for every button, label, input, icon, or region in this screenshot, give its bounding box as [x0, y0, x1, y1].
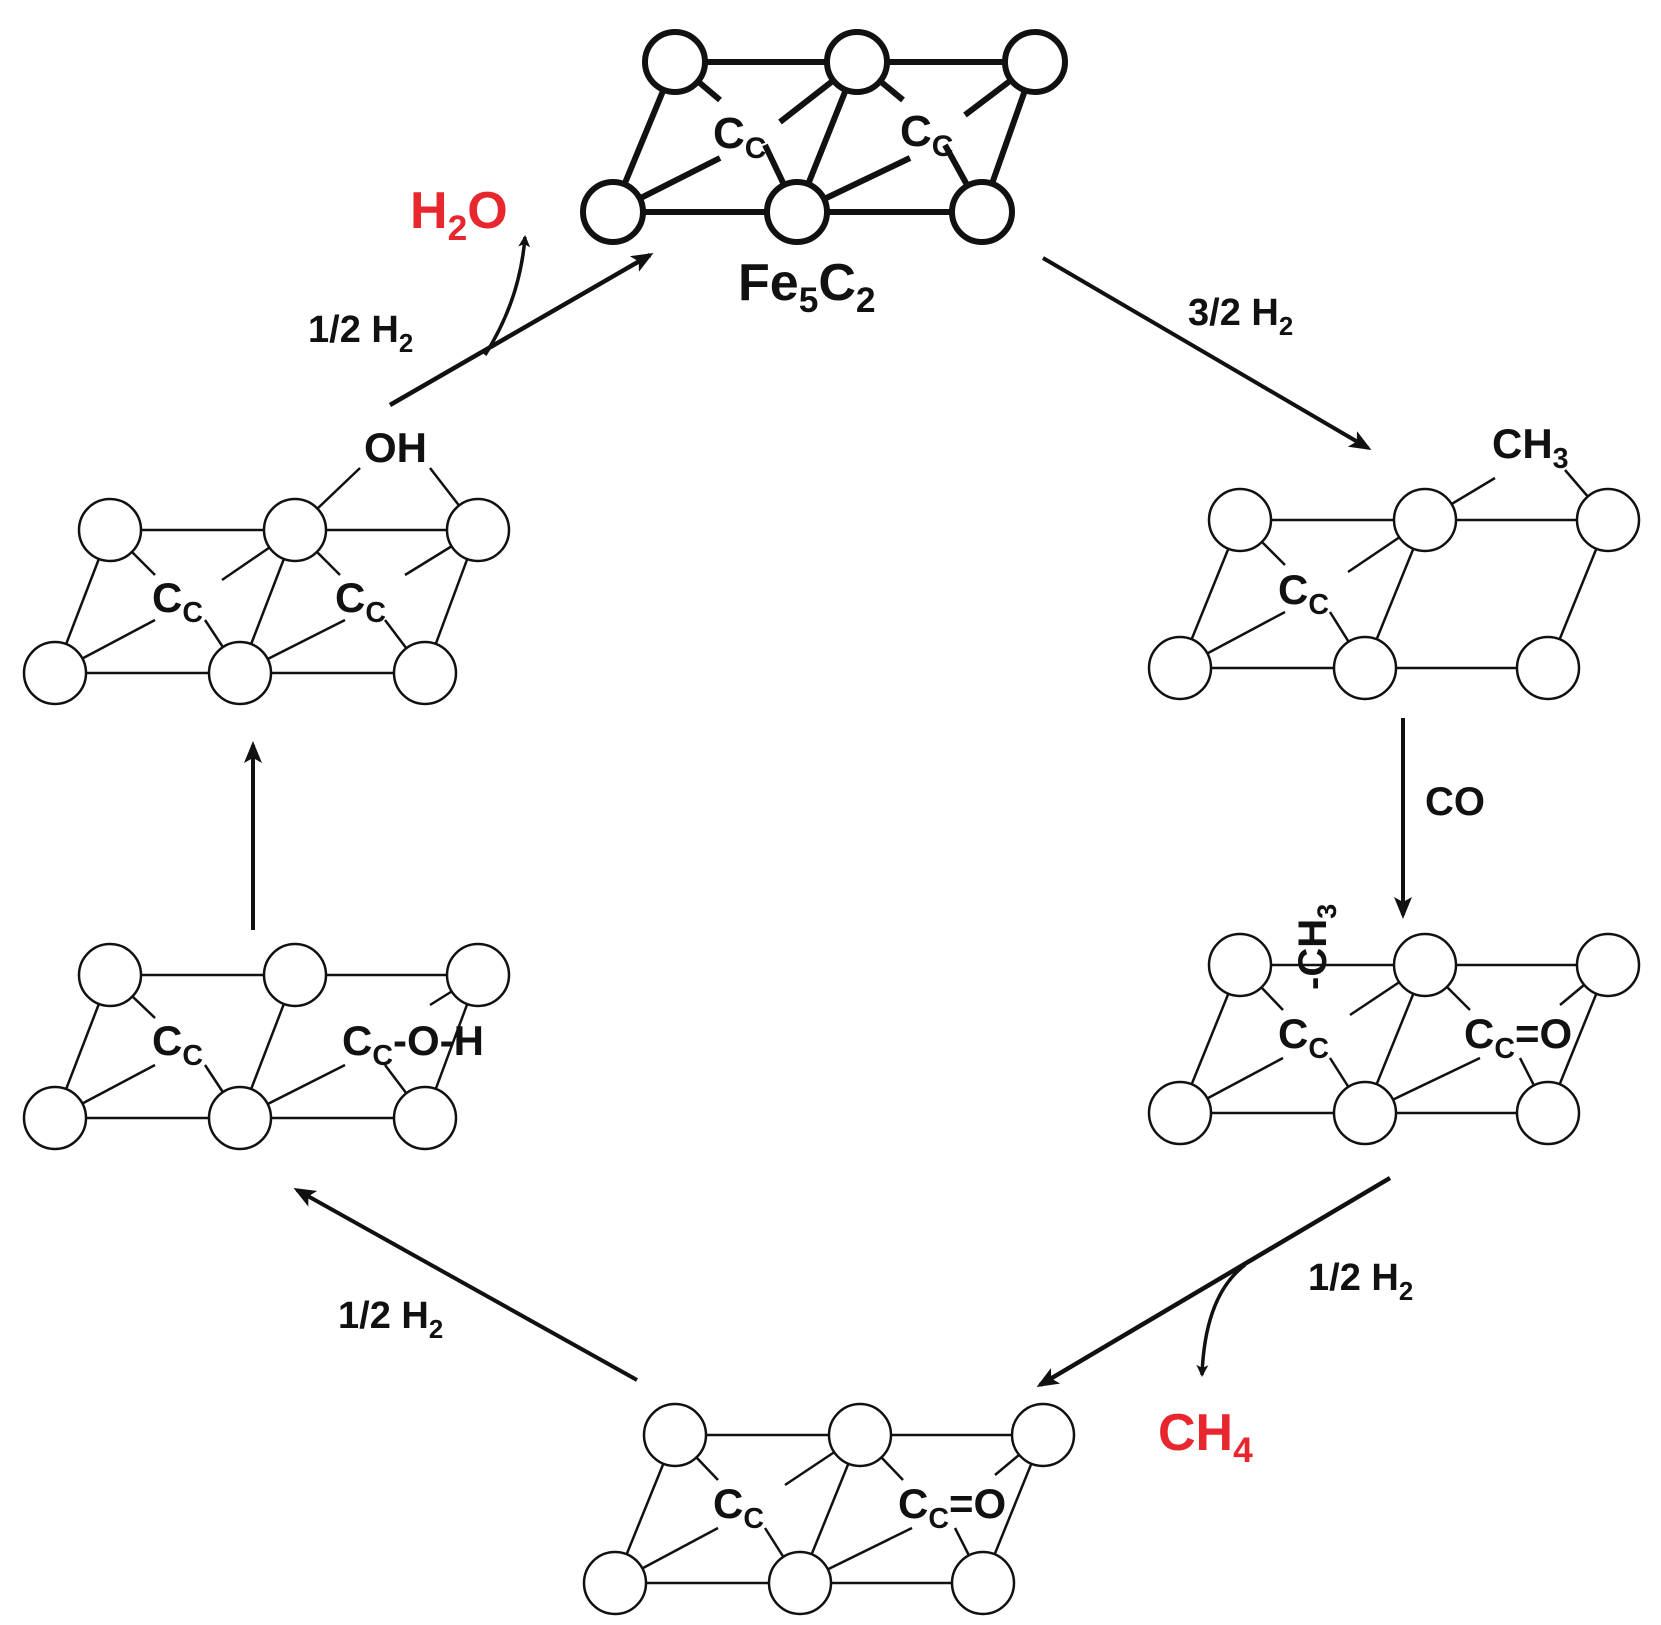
product-ch4: CH4: [1158, 1404, 1253, 1470]
fe-atom: [1207, 932, 1273, 998]
step-label-half-h2-water: 1/2 H2: [308, 309, 413, 358]
ch3-adsorbate-label: CH3: [1492, 420, 1569, 475]
fe-atom: [77, 497, 143, 563]
carbon-site-label: CC: [335, 574, 386, 629]
arrow-h2o-branch: [483, 235, 531, 356]
carbon-site-label: CC: [713, 1480, 764, 1535]
fe-atom: [77, 942, 143, 1008]
carbonyl-site-label: CC=O: [898, 1480, 1006, 1535]
carbonyl-site-label: CC=O: [1464, 1010, 1572, 1065]
arrow-step-ch4-release: [1036, 1176, 1392, 1388]
structure-ch3-adsorbed: [1147, 469, 1641, 701]
catalyst-formula: Fe5C2: [738, 254, 876, 320]
fe-atom: [1147, 635, 1213, 701]
fe-atom: [764, 179, 830, 245]
fe-atom: [949, 179, 1015, 245]
carbon-site-label: CC: [900, 107, 953, 163]
reaction-arrows: [244, 235, 1412, 1388]
fe-atom: [1332, 635, 1398, 701]
fe-atom: [1575, 932, 1641, 998]
carbon-site-label: CC: [152, 574, 203, 629]
step-label-co: CO: [1425, 780, 1485, 824]
fe-atom: [824, 29, 890, 95]
structure-coh-adsorbed: [22, 942, 511, 1151]
fe-atom: [1010, 1402, 1076, 1468]
fe-atom: [1147, 1080, 1213, 1146]
fe-atom: [1392, 932, 1458, 998]
fe-atom: [262, 497, 328, 563]
step-label-three-halves-h2: 3/2 H2: [1188, 292, 1293, 341]
fe-atom: [392, 1085, 458, 1151]
arrow-step-hydrogenation: [1041, 256, 1372, 451]
fe-atom: [1002, 29, 1068, 95]
fe-atom: [582, 1550, 648, 1616]
oh-adsorbate-label: OH: [364, 424, 427, 471]
fe-atom: [1392, 487, 1458, 553]
fe-atom: [207, 640, 273, 706]
structure-fe5c2: [580, 29, 1068, 245]
fe-atom: [642, 29, 708, 95]
ch3-vertical-label: -CH3: [1291, 904, 1342, 990]
carbon-site-label: CC: [713, 109, 766, 165]
structure-oh-adsorbed: [22, 467, 511, 706]
fe-atom: [207, 1085, 273, 1151]
fe-atom: [1575, 487, 1641, 553]
fe-atom: [22, 1085, 88, 1151]
fe-atom: [445, 942, 511, 1008]
step-label-half-h2-bottom-left: 1/2 H2: [338, 1295, 443, 1344]
fe-atom: [1207, 487, 1273, 553]
structure-co-adsorbed: [582, 1402, 1076, 1616]
carbon-site-label: CC: [1278, 1010, 1329, 1065]
fe-atom: [1332, 1080, 1398, 1146]
arrow-ch4-branch: [1196, 1263, 1247, 1377]
fe-atom: [767, 1550, 833, 1616]
fe-atom: [950, 1550, 1016, 1616]
fe-atom: [1515, 1080, 1581, 1146]
fe-atom: [642, 1402, 708, 1468]
step-label-half-h2-ch4: 1/2 H2: [1308, 1257, 1413, 1306]
carbon-site-label: CC: [1278, 566, 1329, 621]
carbon-site-label: CC: [152, 1017, 203, 1072]
fe-atom: [827, 1402, 893, 1468]
fe-atom: [262, 942, 328, 1008]
structure-ch3-co-adsorbed: [1147, 932, 1641, 1146]
arrow-step-hydroxyl-formation: [293, 1188, 638, 1382]
fe-atom: [1515, 635, 1581, 701]
fe-atom: [22, 640, 88, 706]
product-h2o: H2O: [410, 182, 508, 248]
hydroxyl-site-label: CC-O-H: [342, 1017, 484, 1072]
fe-atom: [392, 640, 458, 706]
arrow-step-water-release: [388, 253, 654, 407]
fe-atom: [445, 497, 511, 563]
fe-atom: [580, 179, 646, 245]
